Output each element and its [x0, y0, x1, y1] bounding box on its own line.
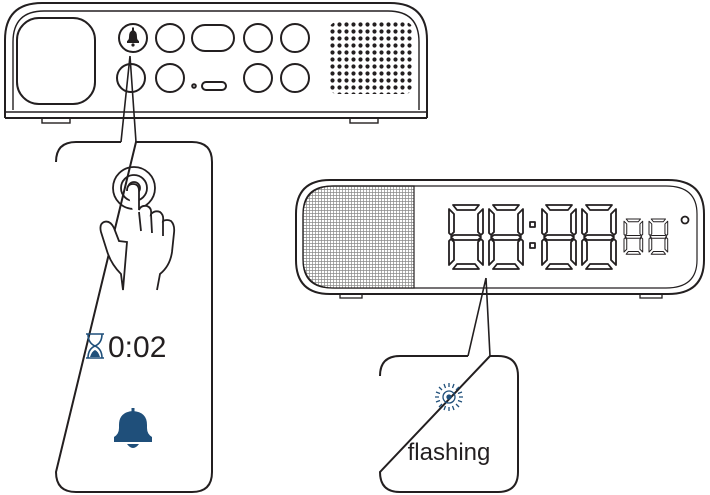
- device-foot: [41, 117, 71, 124]
- bell-icon: [114, 408, 152, 448]
- bell-icon: [127, 27, 139, 47]
- button-bottom-3[interactable]: [243, 63, 273, 93]
- degree-symbol: [680, 215, 690, 225]
- device-foot: [349, 117, 379, 124]
- button-top-wide[interactable]: [191, 24, 235, 52]
- usb-port[interactable]: [201, 81, 227, 91]
- speaker-mesh-panel: [302, 185, 415, 289]
- button-top-3[interactable]: [243, 23, 273, 53]
- display-colon: [529, 221, 536, 249]
- device-front-view: [295, 179, 705, 299]
- touch-pad[interactable]: [16, 17, 96, 105]
- device-foot: [339, 293, 363, 299]
- callout-right: flashing: [378, 355, 519, 493]
- small-digit-8: [648, 218, 669, 255]
- digit-8: [448, 204, 484, 270]
- flashing-label: flashing: [408, 439, 491, 466]
- device-top-body: [4, 2, 428, 118]
- finger-press-icon: [99, 166, 176, 291]
- leader-line-right: [467, 277, 491, 357]
- digit-8: [488, 204, 524, 270]
- device-top-view: [4, 2, 428, 124]
- hourglass-icon: [86, 333, 104, 359]
- button-top-4[interactable]: [280, 23, 310, 53]
- leader-line-left: [120, 55, 137, 143]
- button-bottom-2[interactable]: [155, 63, 185, 93]
- button-bottom-4[interactable]: [280, 63, 310, 93]
- button-top-2[interactable]: [155, 23, 185, 53]
- sun-flash-icon: [435, 383, 463, 411]
- device-foot: [639, 293, 663, 299]
- callout-left: 0:02: [54, 141, 213, 493]
- timer-text: 0:02: [108, 331, 166, 364]
- digit-8: [541, 204, 577, 270]
- alarm-button[interactable]: [118, 23, 148, 53]
- display-digits: [448, 204, 690, 270]
- device-top-inner-edge: [12, 10, 420, 110]
- small-digit-8: [623, 218, 644, 255]
- speaker-grill: [329, 22, 413, 94]
- indicator-dot: [191, 83, 197, 89]
- digit-8: [581, 204, 617, 270]
